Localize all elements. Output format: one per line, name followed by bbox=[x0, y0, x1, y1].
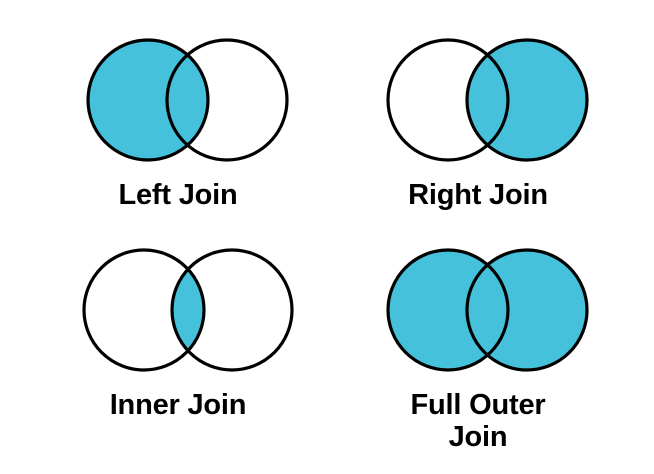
venn-inner-join bbox=[82, 248, 294, 372]
right-circle-outline bbox=[465, 38, 589, 162]
diagram-label-full-outer-join: Full Outer Join bbox=[410, 389, 546, 454]
diagram-inner-join: Inner Join bbox=[18, 238, 338, 421]
right-circle-outline bbox=[170, 248, 294, 372]
venn-left-join bbox=[86, 38, 289, 162]
right-circle-outline bbox=[465, 248, 589, 372]
left-circle-outline bbox=[386, 248, 510, 372]
left-circle-outline bbox=[386, 38, 510, 162]
diagram-left-join: Left Join bbox=[18, 28, 338, 211]
diagram-right-join: Right Join bbox=[318, 28, 638, 211]
overlap-region bbox=[467, 40, 508, 160]
left-circle-outline bbox=[82, 248, 206, 372]
overlap-region bbox=[167, 40, 208, 160]
diagram-full-outer-join: Full Outer Join bbox=[318, 238, 638, 454]
right-circle-outline bbox=[165, 38, 289, 162]
diagram-label-inner-join: Inner Join bbox=[109, 389, 247, 421]
diagram-label-right-join: Right Join bbox=[408, 179, 548, 211]
diagram-label-left-join: Left Join bbox=[118, 179, 238, 211]
venn-full-outer-join bbox=[386, 248, 589, 372]
left-circle-outline bbox=[86, 38, 210, 162]
left-circle-fill bbox=[84, 250, 204, 370]
right-circle-fill bbox=[172, 250, 292, 370]
overlap-region bbox=[467, 250, 508, 370]
venn-right-join bbox=[386, 38, 589, 162]
